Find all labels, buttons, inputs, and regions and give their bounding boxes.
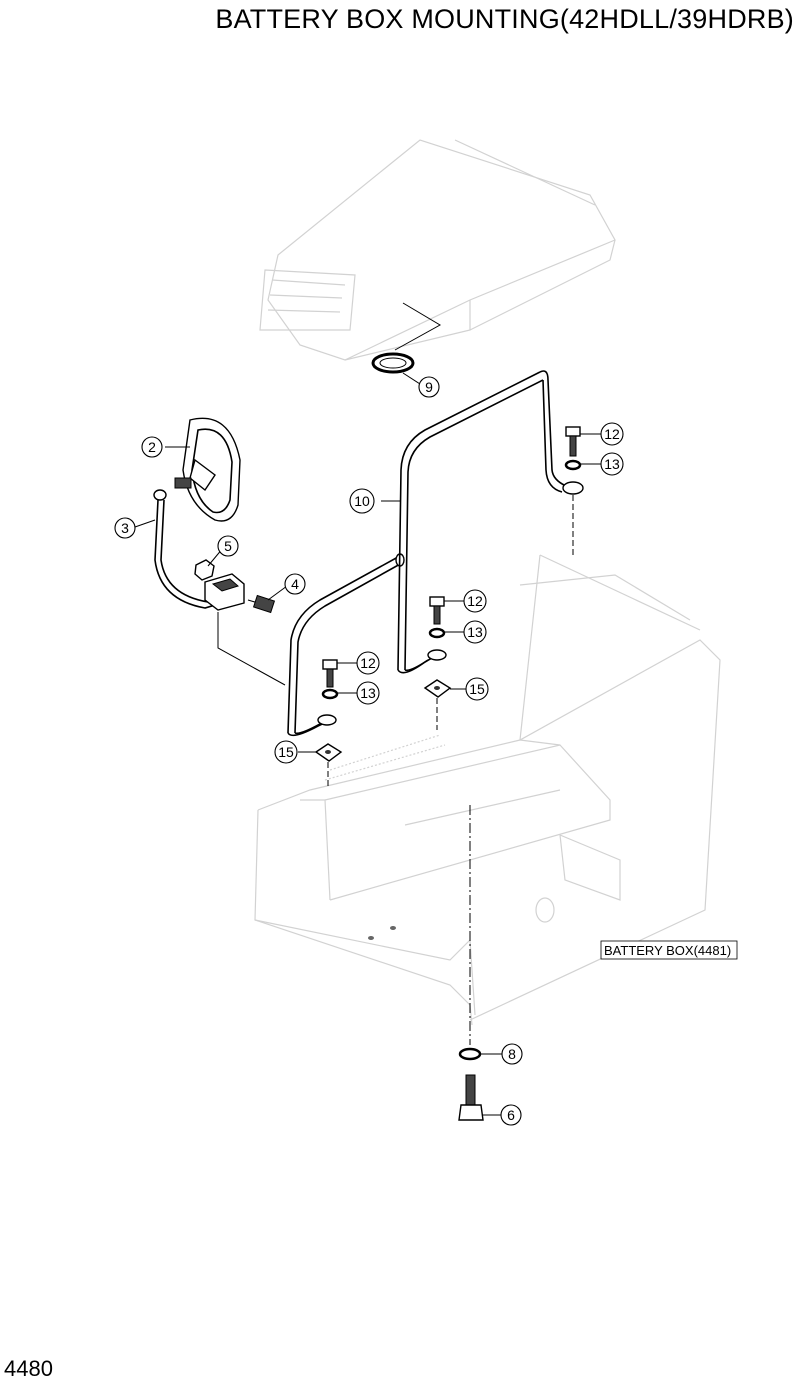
bolt-part-6 (458, 1074, 484, 1121)
leader-lines (134, 372, 603, 1116)
washer-part-13-right (564, 459, 582, 471)
svg-text:BATTERY BOX(4481): BATTERY BOX(4481) (604, 943, 731, 958)
svg-text:13: 13 (467, 624, 483, 640)
svg-text:6: 6 (507, 1107, 515, 1123)
washer-part-13-middle (428, 627, 446, 639)
mirror-part-2 (174, 417, 241, 522)
callout-2: 2 (141, 436, 163, 458)
callout-6: 6 (500, 1104, 522, 1126)
bolt-part-12-right (565, 426, 581, 457)
svg-text:9: 9 (425, 379, 433, 395)
plate-part-15-middle (423, 679, 452, 698)
page-title: BATTERY BOX MOUNTING(42HDLL/39HDRB) (215, 4, 794, 34)
battery-box-reference: BATTERY BOX(4481) (600, 940, 738, 960)
page-number: 4480 (4, 1356, 53, 1381)
clamp-block (204, 573, 245, 611)
svg-text:4: 4 (291, 576, 299, 592)
callout-3: 3 (114, 517, 136, 539)
svg-text:10: 10 (354, 493, 370, 509)
svg-text:15: 15 (278, 744, 294, 760)
svg-text:15: 15 (469, 681, 485, 697)
callout-10: 10 (349, 488, 375, 514)
callout-13-left: 13 (356, 681, 380, 705)
svg-text:13: 13 (360, 685, 376, 701)
callout-15-left: 15 (274, 740, 298, 764)
callout-12-middle: 12 (463, 589, 487, 613)
callout-8: 8 (501, 1043, 523, 1065)
plate-part-15-left (314, 743, 343, 762)
battery-box-outline (254, 554, 721, 1026)
upper-housing-outline (259, 139, 616, 361)
callout-12-right: 12 (600, 422, 624, 446)
callout-5: 5 (217, 535, 239, 557)
svg-text:12: 12 (360, 655, 376, 671)
bolt-part-4 (247, 594, 276, 614)
svg-text:8: 8 (508, 1046, 516, 1062)
battery-box-holes (368, 926, 396, 940)
callout-9: 9 (418, 376, 440, 398)
callout-4: 4 (284, 573, 306, 595)
callout-12-left: 12 (356, 651, 380, 675)
callout-15-middle: 15 (465, 677, 489, 701)
washer-part-8 (458, 1047, 482, 1061)
svg-text:2: 2 (148, 439, 156, 455)
grommet-part-9 (371, 302, 442, 374)
callout-13-right: 13 (600, 452, 624, 476)
svg-text:12: 12 (467, 593, 483, 609)
svg-text:12: 12 (604, 426, 620, 442)
svg-text:3: 3 (121, 520, 129, 536)
svg-text:13: 13 (604, 456, 620, 472)
bolt-part-12-left (322, 659, 338, 688)
callout-13-middle: 13 (463, 620, 487, 644)
washer-part-13-left (321, 688, 339, 700)
svg-text:5: 5 (224, 538, 232, 554)
pipe-guard-part-10 (287, 370, 584, 737)
bolt-part-12-middle (429, 596, 445, 625)
